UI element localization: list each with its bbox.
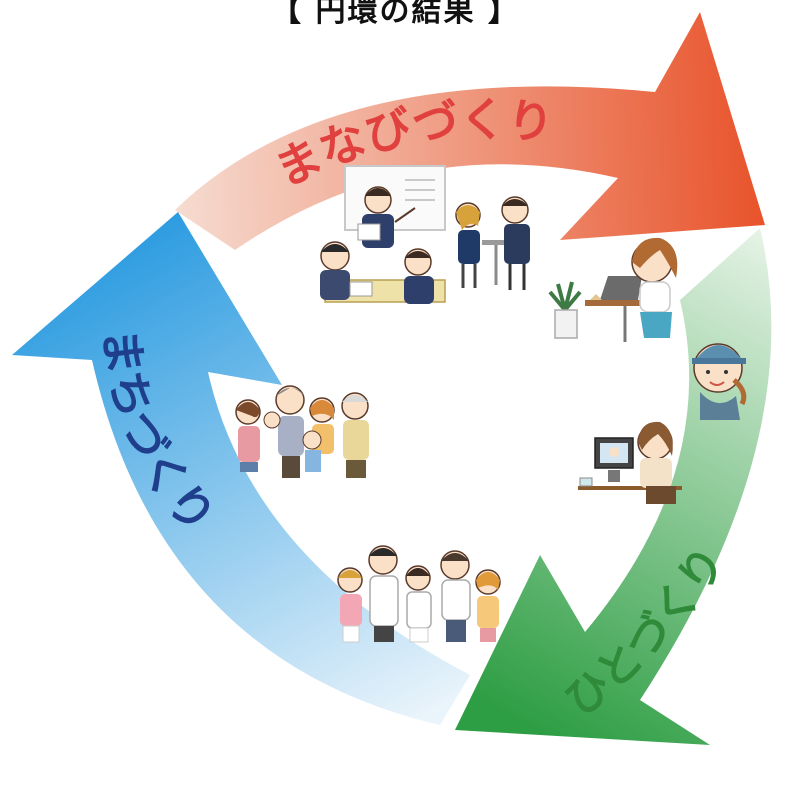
laptop-cafe-woman-icon [548, 237, 678, 342]
family-group-icon [235, 385, 369, 478]
colleagues-talking-icon [455, 196, 530, 290]
top-cycle-arrow [175, 12, 765, 250]
medical-staff-group-icon [337, 545, 501, 643]
video-call-woman-icon [578, 421, 682, 504]
presentation-scene-icon [344, 165, 446, 248]
diagram-title: 【 円環の結果 】 [271, 0, 520, 29]
worker-saluting-icon [692, 343, 747, 420]
right-cycle-arrow [455, 228, 772, 745]
meeting-table-scene-icon [320, 241, 446, 304]
